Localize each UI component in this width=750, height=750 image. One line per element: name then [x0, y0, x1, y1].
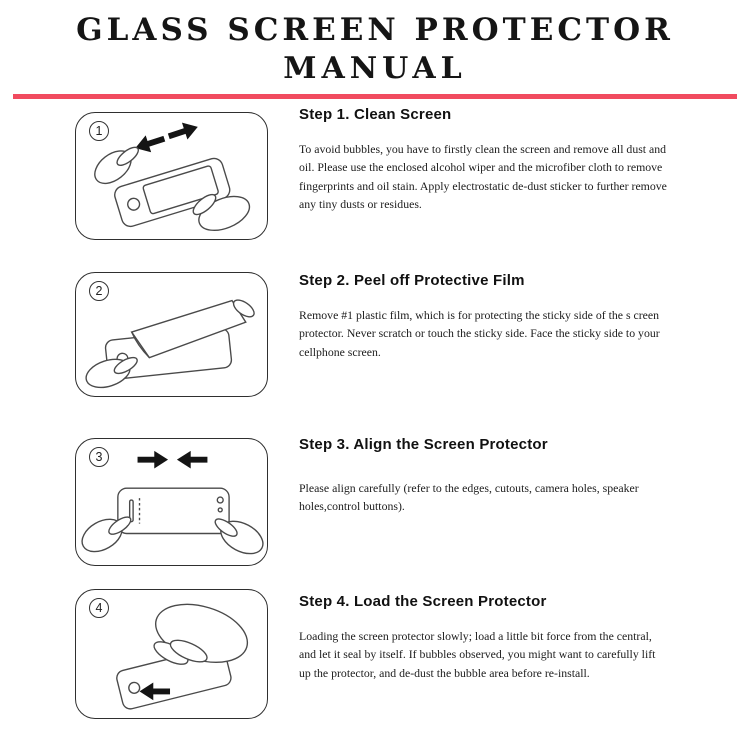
step-1-text: Step 1. Clean Screen To avoid bubbles, y…: [299, 106, 667, 213]
step-4-number-badge: 4: [89, 598, 109, 618]
title-block: GLASS SCREEN PROTECTOR MANUAL: [0, 12, 750, 86]
load-protector-illustration: [116, 603, 249, 710]
step-1-number-badge: 1: [89, 121, 109, 141]
page-title: GLASS SCREEN PROTECTOR: [76, 12, 674, 48]
title-divider: [13, 94, 737, 99]
step-2-illustration-box: 2: [75, 272, 268, 397]
clean-screen-illustration: [94, 122, 251, 232]
step-3-body: Please align carefully (refer to the edg…: [299, 481, 639, 514]
peel-film-illustration: [85, 299, 255, 389]
step-1-heading: Step 1. Clean Screen: [299, 106, 452, 123]
step-3-text: Step 3. Align the Screen Protector Pleas…: [299, 436, 667, 516]
step-3-number-badge: 3: [89, 447, 109, 467]
step-4-body: Loading the screen protector slowly; loa…: [299, 629, 656, 680]
step-4-illustration-box: 4: [75, 589, 268, 719]
step-2-number-badge: 2: [89, 281, 109, 301]
step-3-heading: Step 3. Align the Screen Protector: [299, 436, 548, 453]
step-1-body: To avoid bubbles, you have to firstly cl…: [299, 142, 667, 211]
step-4-heading: Step 4. Load the Screen Protector: [299, 593, 547, 610]
step-2-text: Step 2. Peel off Protective Film Remove …: [299, 272, 667, 361]
align-protector-illustration: [81, 450, 264, 555]
page-subtitle: MANUAL: [283, 51, 467, 86]
step-1-illustration-box: 1: [75, 112, 268, 240]
step-2-heading: Step 2. Peel off Protective Film: [299, 272, 525, 289]
step-3-illustration-box: 3: [75, 438, 268, 566]
step-2-body: Remove #1 plastic film, which is for pro…: [299, 308, 660, 359]
step-4-text: Step 4. Load the Screen Protector Loadin…: [299, 593, 667, 682]
